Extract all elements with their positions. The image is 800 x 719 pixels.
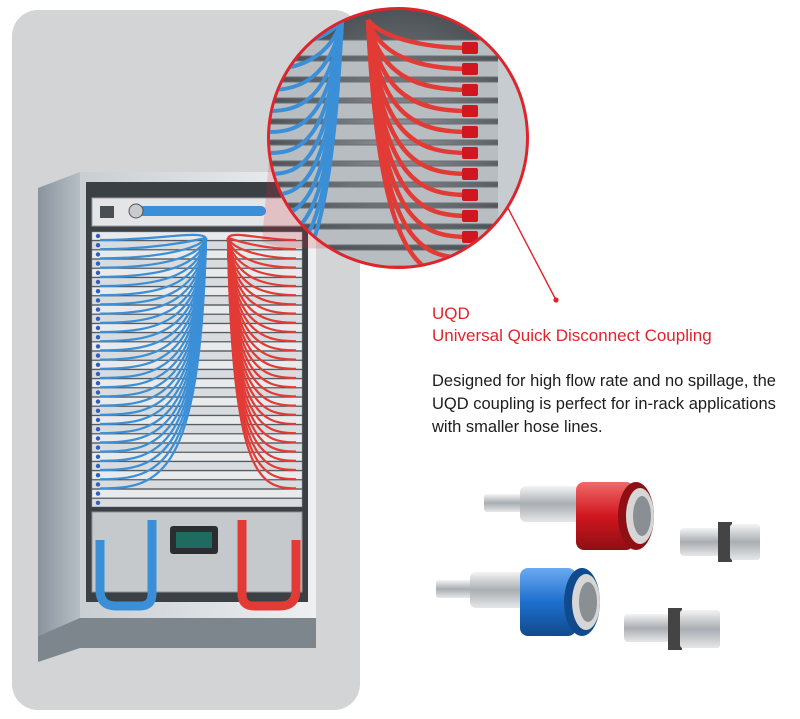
callout-dot [553, 297, 559, 303]
product-callout: UQD Universal Quick Disconnect Coupling [432, 303, 712, 347]
zoom-detail [267, 7, 529, 269]
uqd-blue-coupling-socket [436, 568, 600, 636]
manifold-display [176, 532, 212, 548]
uqd-red-coupling-socket [484, 482, 654, 550]
product-name: Universal Quick Disconnect Coupling [432, 326, 712, 345]
product-description: Designed for high flow rate and no spill… [432, 372, 776, 436]
product-acronym: UQD [432, 304, 470, 323]
uqd-plug-2 [624, 608, 720, 650]
uqd-plug-1 [680, 522, 760, 562]
server-rack [38, 172, 316, 662]
